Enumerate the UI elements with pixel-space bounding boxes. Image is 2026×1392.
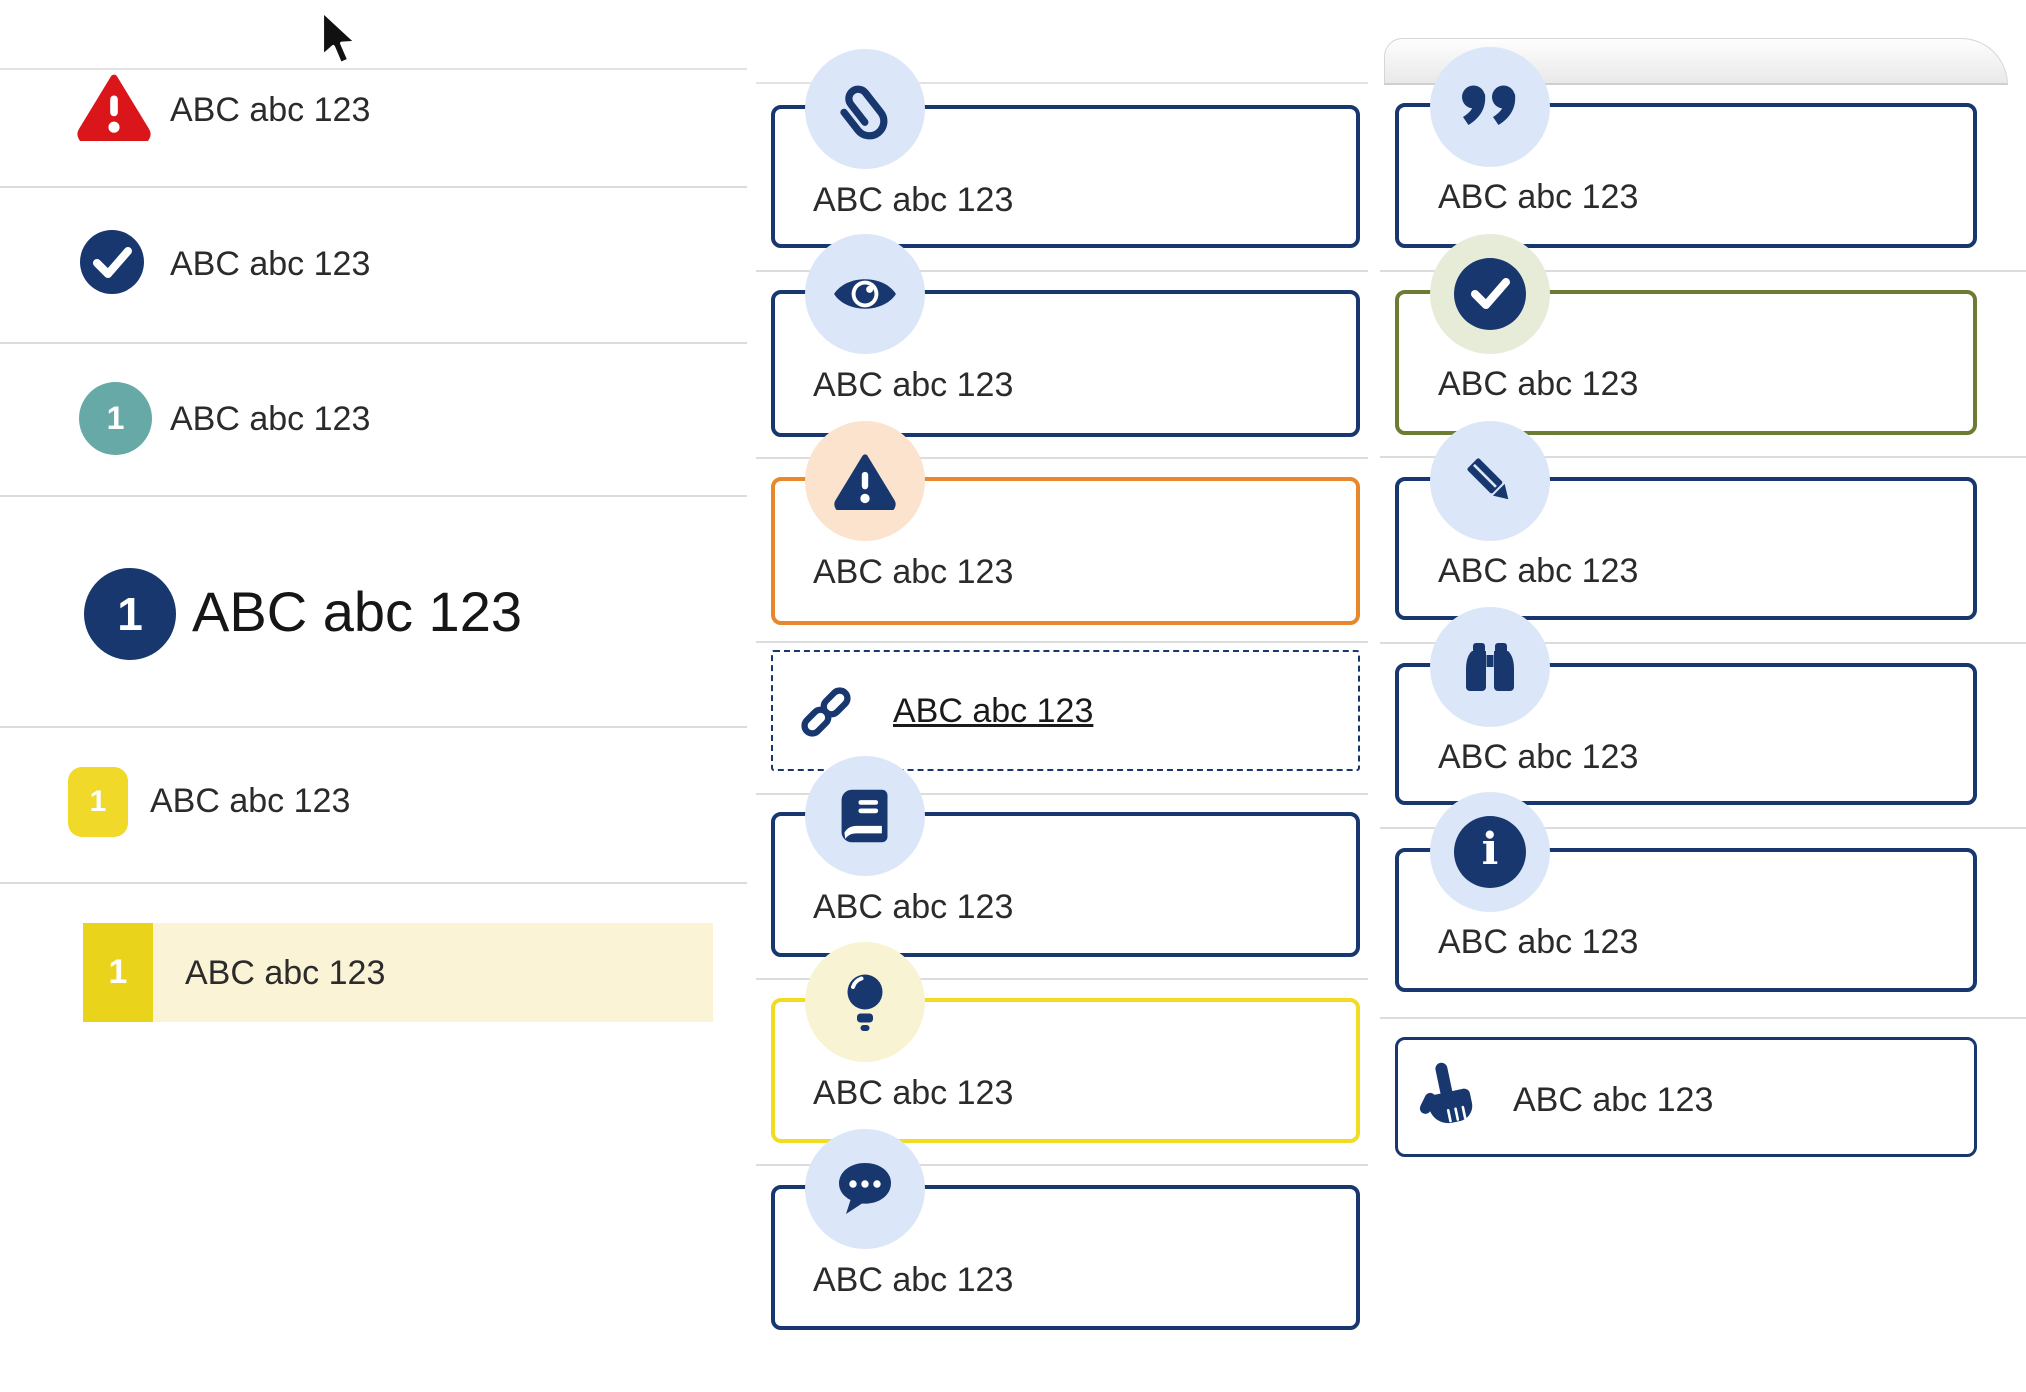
- card-label: ABC abc 123: [1513, 1081, 1714, 1119]
- divider: [0, 726, 747, 728]
- divider: [1380, 827, 2026, 829]
- mouse-cursor-icon: [317, 8, 361, 70]
- callout-card-info[interactable]: [1395, 848, 1977, 992]
- divider: [756, 641, 1368, 643]
- link-icon: [795, 681, 857, 743]
- list-item-label: ABC abc 123: [170, 245, 371, 283]
- page-title: ABC abc 123: [192, 580, 522, 643]
- callout-card-tip[interactable]: [771, 998, 1360, 1143]
- warning-triangle-icon: [805, 421, 925, 541]
- paperclip-icon: [805, 49, 925, 169]
- card-label: ABC abc 123: [813, 366, 1014, 404]
- card-label: ABC abc 123: [813, 553, 1014, 591]
- highlight-band: [83, 923, 713, 1022]
- divider: [0, 342, 747, 344]
- card-label: ABC abc 123: [813, 1074, 1014, 1112]
- divider: [756, 270, 1368, 272]
- divider: [756, 793, 1368, 795]
- divider: [0, 495, 747, 497]
- divider: [1380, 456, 2026, 458]
- hand-point-up-icon: [1418, 1060, 1478, 1130]
- divider: [756, 978, 1368, 980]
- card-label: ABC abc 123: [813, 888, 1014, 926]
- quote-icon: [1430, 47, 1550, 167]
- divider: [756, 457, 1368, 459]
- info-icon: i: [1430, 792, 1550, 912]
- eye-icon: [805, 234, 925, 354]
- divider: [0, 186, 747, 188]
- card-label: ABC abc 123: [1438, 738, 1639, 776]
- binoculars-icon: [1430, 607, 1550, 727]
- card-label: ABC abc 123: [813, 181, 1014, 219]
- divider: [1380, 270, 2026, 272]
- link-card[interactable]: [771, 650, 1360, 771]
- divider: [0, 68, 747, 70]
- divider: [0, 882, 747, 884]
- card-label: ABC abc 123: [1438, 552, 1639, 590]
- card-label: ABC abc 123: [813, 1261, 1014, 1299]
- chat-bubble-icon: [805, 1129, 925, 1249]
- book-icon: [805, 756, 925, 876]
- list-item-label: ABC abc 123: [170, 91, 371, 129]
- divider: [1380, 642, 2026, 644]
- pencil-icon: [1430, 421, 1550, 541]
- card-label: ABC abc 123: [1438, 178, 1639, 216]
- number-badge: 1: [79, 382, 152, 455]
- list-item-label: ABC abc 123: [170, 400, 371, 438]
- number-badge-large: 1: [84, 568, 176, 660]
- list-item-label: ABC abc 123: [150, 782, 351, 820]
- warning-triangle-icon: [77, 73, 151, 141]
- callout-card-action[interactable]: [1395, 1037, 1977, 1157]
- card-label: ABC abc 123: [1438, 365, 1639, 403]
- card-label: ABC abc 123: [1438, 923, 1639, 961]
- number-badge-square: 1: [68, 767, 128, 837]
- divider: [1380, 1017, 2026, 1019]
- check-circle-icon: [1430, 234, 1550, 354]
- card-link[interactable]: ABC abc 123: [893, 692, 1094, 730]
- divider: [756, 82, 1368, 84]
- divider: [756, 1164, 1368, 1166]
- check-circle-icon: [80, 230, 144, 294]
- number-badge-square: 1: [83, 923, 153, 1022]
- lightbulb-icon: [805, 942, 925, 1062]
- list-item-label: ABC abc 123: [185, 954, 386, 992]
